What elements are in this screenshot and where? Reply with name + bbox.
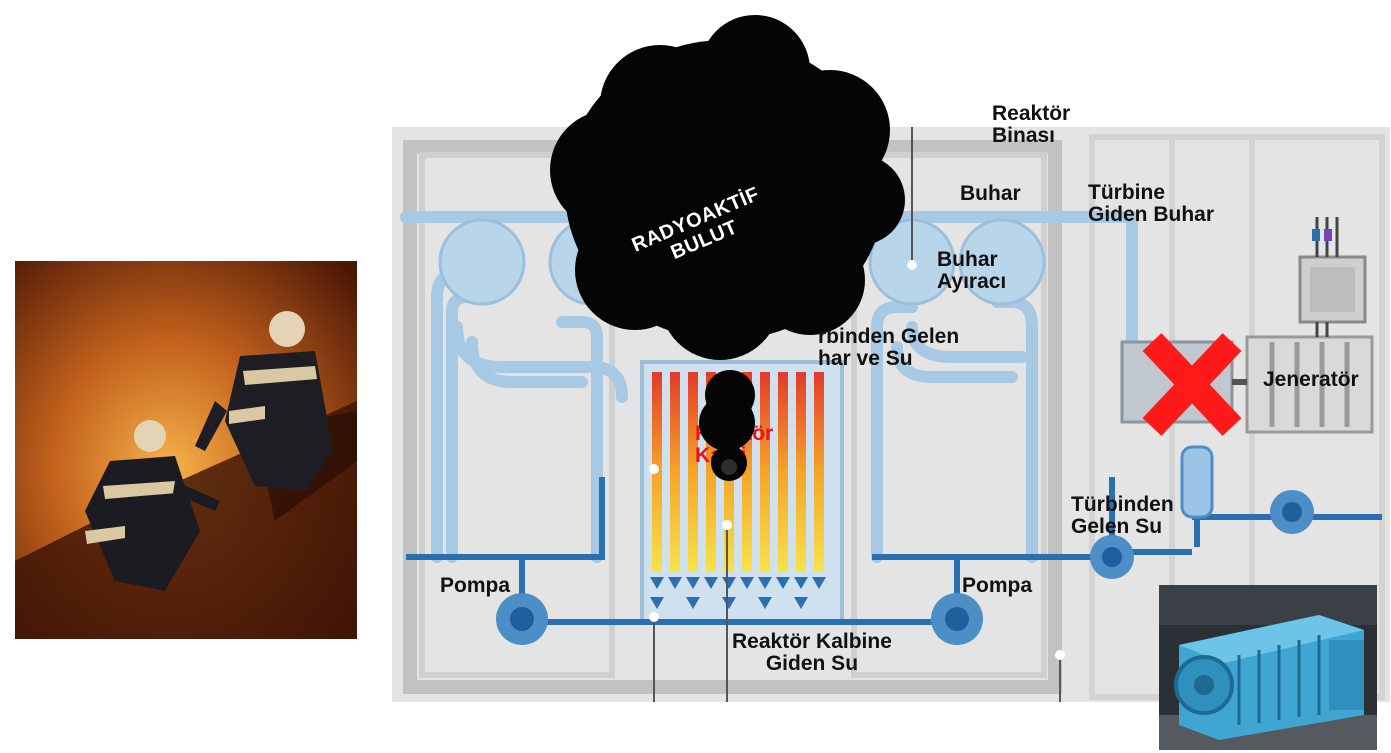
pump-left xyxy=(496,593,548,645)
label-buhar: Buhar xyxy=(960,182,1021,205)
pump-cooling xyxy=(1270,490,1314,534)
radioactive-cloud xyxy=(550,15,905,420)
pump-right xyxy=(931,593,983,645)
broken-turbine-cross-icon xyxy=(1142,333,1242,436)
diesel-generator-photo xyxy=(1159,585,1377,750)
label-jenerator: Jeneratör xyxy=(1263,368,1359,391)
pump-condensate xyxy=(1090,535,1134,579)
label-pompa-right: Pompa xyxy=(962,574,1033,597)
label-pompa-left: Pompa xyxy=(440,574,511,597)
smoke-puffs xyxy=(699,395,755,481)
firefighters-photo xyxy=(15,261,357,639)
